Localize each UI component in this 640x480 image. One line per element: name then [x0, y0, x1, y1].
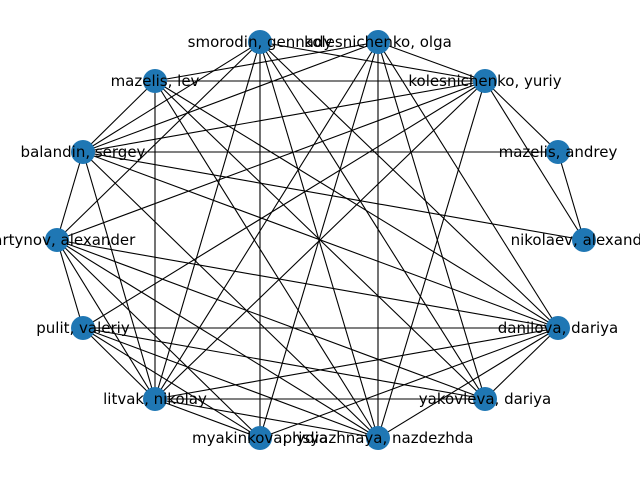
edge-martynov-prisyazhnaya	[56, 239, 379, 439]
edge-danilova-litvak	[154, 327, 559, 400]
edge-kolesnichenko_yuriy-mazelis_andrey	[484, 80, 559, 153]
edge-pulit-litvak	[82, 327, 156, 400]
node-label-myakinkova: myakinkova, lydia	[192, 429, 328, 447]
edge-smorodin-martynov	[56, 41, 261, 241]
edge-martynov-danilova	[56, 239, 559, 329]
edge-kolesnichenko_olga-balandin	[82, 41, 379, 153]
node-yakovleva	[473, 387, 497, 411]
edge-layer	[56, 41, 585, 439]
edge-kolesnichenko_yuriy-pulit	[82, 80, 486, 329]
node-label-nikolaev: nikolaev, alexander	[511, 231, 640, 249]
node-mazelis_lev	[143, 69, 167, 93]
edge-balandin-litvak	[82, 151, 156, 400]
node-nikolaev	[572, 228, 596, 252]
edge-mazelis_lev-balandin	[82, 80, 156, 153]
node-label-mazelis_lev: mazelis, lev	[111, 72, 200, 90]
edge-balandin-martynov	[56, 151, 84, 241]
node-label-kolesnichenko_yuriy: kolesnichenko, yuriy	[408, 72, 561, 90]
edge-pulit-myakinkova	[82, 327, 261, 439]
edge-pulit-yakovleva	[82, 327, 486, 400]
edge-danilova-prisyazhnaya	[377, 327, 559, 439]
node-litvak	[143, 387, 167, 411]
edge-balandin-nikolaev	[82, 151, 585, 241]
edge-danilova-myakinkova	[259, 327, 559, 439]
node-kolesnichenko_yuriy	[473, 69, 497, 93]
node-prisyazhnaya	[366, 426, 390, 450]
node-pulit	[71, 316, 95, 340]
edge-martynov-pulit	[56, 239, 84, 329]
edge-mazelis_andrey-nikolaev	[557, 151, 585, 241]
node-layer	[45, 30, 596, 450]
edge-smorodin-litvak	[154, 41, 261, 400]
edge-kolesnichenko_yuriy-balandin	[82, 80, 486, 153]
edge-smorodin-danilova	[259, 41, 559, 329]
node-martynov	[45, 228, 69, 252]
edge-smorodin-yakovleva	[259, 41, 486, 400]
node-label-pulit: pulit, valeriy	[36, 319, 130, 337]
edge-litvak-prisyazhnaya	[154, 398, 379, 439]
edge-martynov-yakovleva	[56, 239, 486, 400]
node-label-prisyazhnaya: prisyazhnaya, nazdezhda	[283, 429, 474, 447]
node-label-martynov: martynov, alexander	[0, 231, 136, 249]
edge-pulit-prisyazhnaya	[82, 327, 379, 439]
edge-kolesnichenko_yuriy-prisyazhnaya	[377, 80, 486, 439]
node-label-kolesnichenko_olga: kolesnichenko, olga	[304, 33, 452, 51]
node-label-yakovleva: yakovleva, dariya	[419, 390, 551, 408]
edge-kolesnichenko_yuriy-nikolaev	[484, 80, 585, 241]
edge-kolesnichenko_olga-kolesnichenko_yuriy	[377, 41, 486, 82]
node-smorodin	[248, 30, 272, 54]
node-kolesnichenko_olga	[366, 30, 390, 54]
node-label-danilova: danilova, dariya	[498, 319, 618, 337]
edge-balandin-danilova	[82, 151, 559, 329]
edge-danilova-yakovleva	[484, 327, 559, 400]
node-label-balandin: balandin, sergey	[21, 143, 146, 161]
node-danilova	[546, 316, 570, 340]
edge-kolesnichenko_olga-mazelis_lev	[154, 41, 379, 82]
node-balandin	[71, 140, 95, 164]
edge-balandin-prisyazhnaya	[82, 151, 379, 439]
edge-kolesnichenko_olga-yakovleva	[377, 41, 486, 400]
edge-martynov-litvak	[56, 239, 156, 400]
node-label-mazelis_andrey: mazelis, andrey	[499, 143, 618, 161]
edge-mazelis_lev-prisyazhnaya	[154, 80, 379, 439]
edge-kolesnichenko_yuriy-martynov	[56, 80, 486, 241]
edge-martynov-myakinkova	[56, 239, 261, 439]
node-mazelis_andrey	[546, 140, 570, 164]
node-label-litvak: litvak, nikolay	[103, 390, 207, 408]
edge-kolesnichenko_olga-danilova	[377, 41, 559, 329]
node-label-smorodin: smorodin, gennady	[188, 33, 333, 51]
edge-litvak-myakinkova	[154, 398, 261, 439]
node-myakinkova	[248, 426, 272, 450]
